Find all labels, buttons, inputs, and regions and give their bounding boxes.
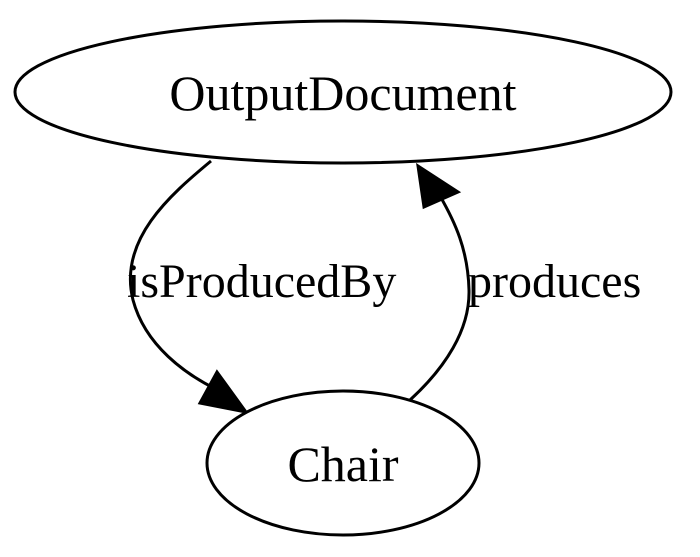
node-chair: Chair (205, 389, 481, 537)
node-output-document: OutputDocument (13, 19, 673, 165)
edge-isproducedby: isProducedBy (127, 159, 396, 415)
edge-produces-line (408, 195, 471, 402)
edge-isproducedby-line (128, 159, 223, 394)
edge-isproducedby-arrowhead (197, 369, 250, 415)
node-chair-label: Chair (287, 436, 398, 492)
edge-isproducedby-label: isProducedBy (127, 255, 396, 308)
node-output-document-shape (13, 19, 673, 165)
edge-produces: produces (408, 162, 641, 402)
edge-produces-arrowhead (416, 162, 462, 210)
node-chair-shape (205, 389, 481, 537)
edge-produces-label: produces (468, 255, 641, 308)
node-output-document-label: OutputDocument (169, 65, 516, 121)
